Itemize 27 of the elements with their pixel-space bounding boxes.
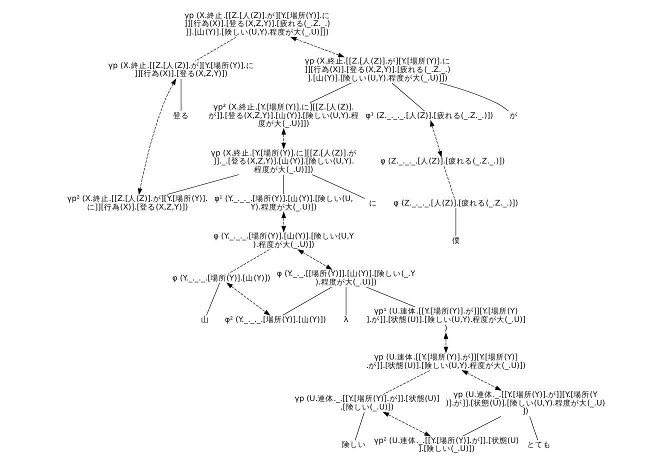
connector xyxy=(529,416,538,440)
connector xyxy=(366,286,416,307)
connector xyxy=(310,82,352,103)
connector xyxy=(392,82,425,111)
arrow xyxy=(461,370,502,390)
connector xyxy=(283,174,284,194)
connector xyxy=(228,248,270,274)
arrow xyxy=(281,210,286,232)
connector xyxy=(180,78,182,111)
connector xyxy=(312,174,365,198)
connector xyxy=(167,174,240,194)
arrow xyxy=(297,248,333,270)
arrow xyxy=(138,78,176,195)
connector xyxy=(354,411,365,440)
arrow xyxy=(444,332,448,353)
arrow xyxy=(290,36,345,57)
connector xyxy=(194,36,236,61)
connector xyxy=(382,370,430,394)
arrow xyxy=(430,119,442,158)
arrow xyxy=(226,282,270,316)
connector xyxy=(206,282,220,315)
connector xyxy=(444,166,455,198)
connector xyxy=(462,416,502,436)
arrow xyxy=(281,127,286,149)
connector xyxy=(282,286,332,315)
arrow xyxy=(382,411,431,436)
connector xyxy=(440,82,509,111)
